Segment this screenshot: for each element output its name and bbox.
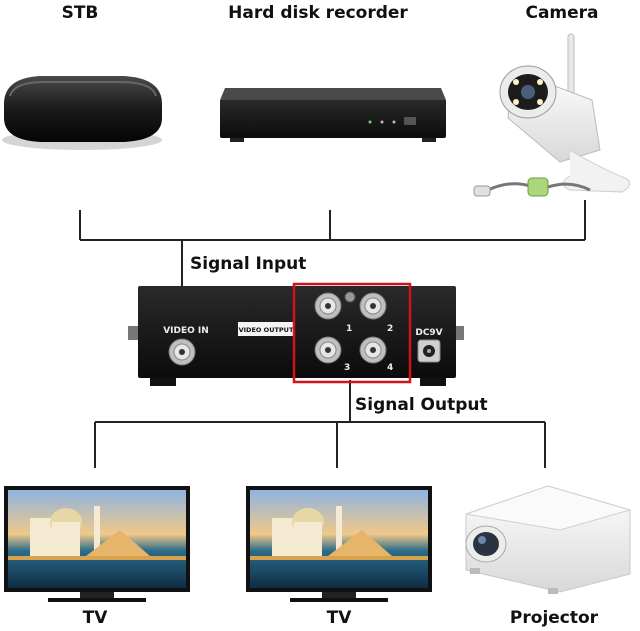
video-in-label: VIDEO IN (163, 326, 209, 336)
output-port-4 (360, 337, 386, 363)
port-label-3: 3 (344, 363, 350, 373)
port-label-1: 1 (346, 324, 352, 334)
source-label-hard-disk-recorder: Hard disk recorder (228, 3, 408, 23)
ground-screw-icon (345, 292, 355, 302)
tv-icon (4, 486, 190, 602)
port-label-4: 4 (387, 363, 393, 373)
output-port-3 (315, 337, 341, 363)
signal-input-label: Signal Input (190, 254, 306, 274)
signal-output-label: Signal Output (355, 395, 488, 415)
power-jack-icon (418, 340, 440, 362)
set-top-box-icon (2, 76, 162, 150)
output-connector-lines (95, 380, 545, 468)
port-label-2: 2 (387, 324, 393, 334)
output-port-2 (360, 293, 386, 319)
source-label-stb: STB (62, 3, 99, 23)
video-splitter-device: VIDEO IN VIDEO OUTPUT 1 2 3 (128, 284, 464, 386)
output-label-projector: Projector (510, 608, 598, 628)
source-label-camera: Camera (525, 3, 598, 23)
hard-disk-recorder-icon (220, 88, 446, 142)
tv-icon (246, 486, 432, 602)
output-label-tv-1: TV (83, 608, 108, 628)
projector-icon (466, 486, 630, 594)
output-label-tv-2: TV (327, 608, 352, 628)
video-output-label: VIDEO OUTPUT (239, 326, 294, 334)
video-in-port (169, 339, 195, 365)
output-port-1 (315, 293, 341, 319)
power-label: DC9V (415, 328, 442, 338)
security-camera-icon (474, 34, 630, 196)
